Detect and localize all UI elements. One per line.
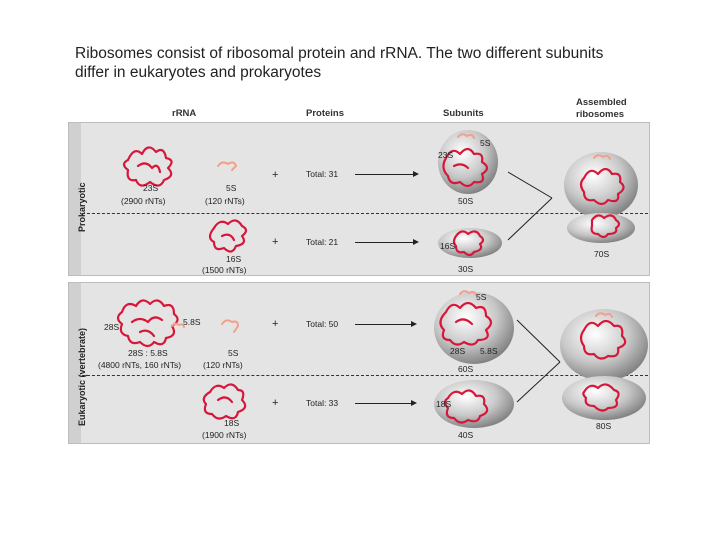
proteins-total-large-euk: Total: 50 — [306, 319, 338, 329]
label-sub-5s: 5S — [480, 138, 490, 148]
label-5s: 5S — [226, 183, 236, 193]
label-5s-nt: (120 rNTs) — [205, 196, 245, 206]
proteins-total-large-prok: Total: 31 — [306, 169, 338, 179]
label-16s-nt: (1500 rNTs) — [202, 265, 246, 275]
label-40s: 40S — [458, 430, 473, 440]
label-sub-28s: 28S — [450, 346, 465, 356]
label-18s-nt: (1900 rNTs) — [202, 430, 246, 440]
arrow-to-50s — [355, 174, 417, 175]
label-sub-16s: 16S — [440, 241, 455, 251]
label-sub-5s-euk: 5S — [476, 292, 486, 302]
ribosome-80s-large — [560, 309, 648, 381]
plus-sign: + — [272, 397, 278, 409]
rrna-28s-squiggle — [118, 300, 178, 346]
rrna-5s-eukaryotic — [222, 320, 238, 332]
plus-sign: + — [272, 169, 278, 181]
label-70s: 70S — [594, 249, 609, 259]
plus-sign: + — [272, 236, 278, 248]
label-80s: 80S — [596, 421, 611, 431]
label-23s-nt: (2900 rNTs) — [121, 196, 165, 206]
rrna-5s-prokaryotic — [218, 162, 236, 170]
label-23s: 23S — [143, 183, 158, 193]
label-28s-58s: 28S : 5.8S — [128, 348, 168, 358]
arrow-to-40s — [355, 403, 415, 404]
arrow-to-60s — [355, 324, 415, 325]
label-sub-18s: 18S — [436, 399, 451, 409]
label-60s: 60S — [458, 364, 473, 374]
label-30s: 30S — [458, 264, 473, 274]
label-58s-right: 5.8S — [183, 317, 201, 327]
proteins-total-small-prok: Total: 21 — [306, 237, 338, 247]
ribosome-70s-small — [567, 213, 635, 243]
connector-lines — [508, 172, 560, 402]
subunit-60s-body — [434, 292, 514, 364]
label-28s-left: 28S — [104, 322, 119, 332]
proteins-total-small-euk: Total: 33 — [306, 398, 338, 408]
label-sub-58s: 5.8S — [480, 346, 498, 356]
rrna-16s-squiggle — [210, 220, 246, 251]
label-50s: 50S — [458, 196, 473, 206]
plus-sign: + — [272, 318, 278, 330]
label-sub-23s: 23S — [438, 150, 453, 160]
label-5s-euk: 5S — [228, 348, 238, 358]
arrow-to-30s — [355, 242, 417, 243]
rrna-18s-squiggle — [204, 384, 245, 418]
ribosome-80s-small — [562, 376, 646, 420]
rrna-23s-squiggle — [124, 147, 172, 185]
label-5s-euk-nt: (120 rNTs) — [203, 360, 243, 370]
label-28s-nt: (4800 rNTs, 160 rNTs) — [98, 360, 181, 370]
ribosome-70s-large — [564, 152, 638, 218]
label-16s: 16S — [226, 254, 241, 264]
label-18s: 18S — [224, 418, 239, 428]
